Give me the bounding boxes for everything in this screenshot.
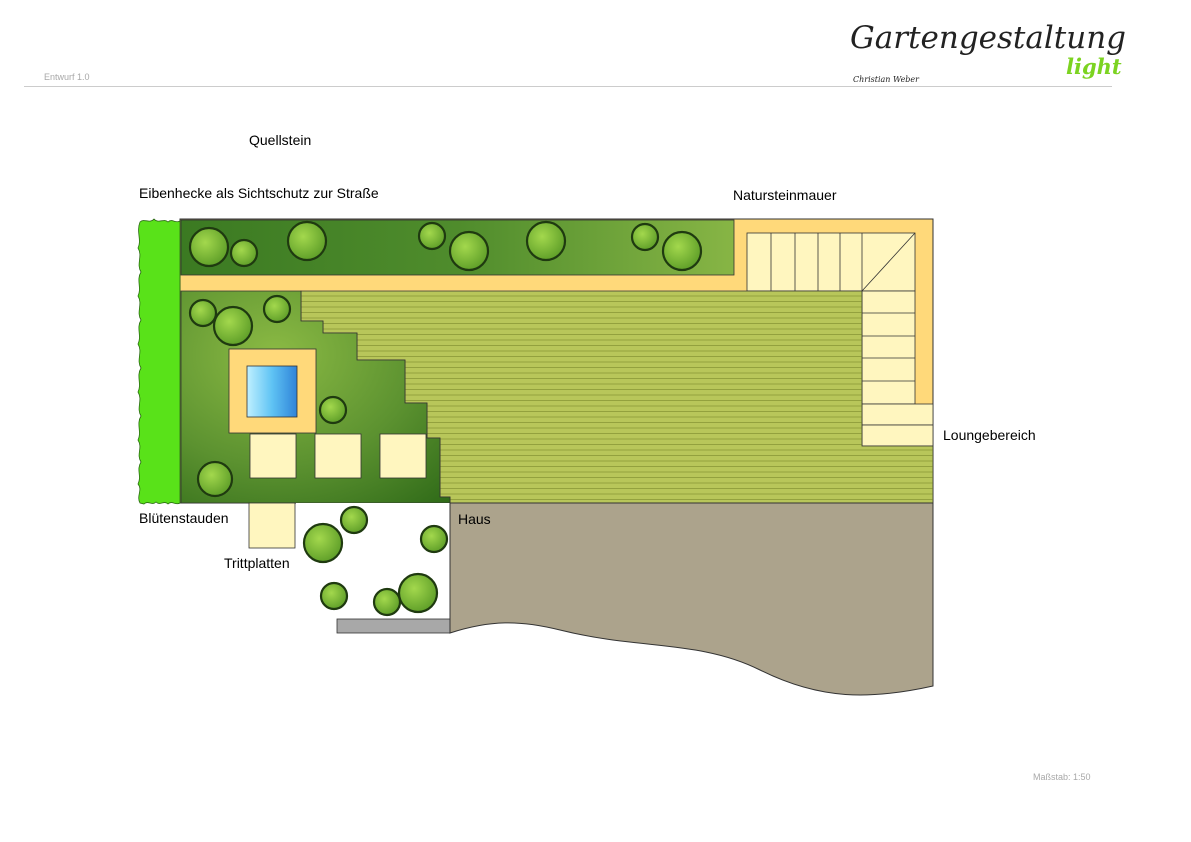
shrub xyxy=(188,226,230,268)
shrubs xyxy=(188,220,703,617)
shrub xyxy=(212,305,254,347)
shrub xyxy=(661,230,703,272)
draft-version-label: Entwurf 1.0 xyxy=(44,72,90,82)
shrub xyxy=(196,460,234,498)
shrub xyxy=(397,572,439,614)
shrub xyxy=(286,220,328,262)
label-quellstein: Quellstein xyxy=(249,132,312,148)
spring-stone-water[interactable] xyxy=(246,365,298,418)
label-haus: Haus xyxy=(458,511,491,527)
label-bluetenstauden: Blütenstauden xyxy=(139,510,229,526)
shrub xyxy=(630,222,660,252)
entry-area xyxy=(296,503,450,631)
shrub xyxy=(525,220,567,262)
label-natursteinmauer: Natursteinmauer xyxy=(733,187,837,203)
scale-label: Maßstab: 1:50 xyxy=(1033,772,1091,782)
label-trittplatten: Trittplatten xyxy=(224,555,290,571)
app-title: Gartengestaltung xyxy=(850,20,1127,56)
stepping-stones xyxy=(248,433,427,549)
shrub xyxy=(372,587,402,617)
shrub xyxy=(339,505,369,535)
shrub xyxy=(302,522,344,564)
house[interactable] xyxy=(449,502,934,696)
shrub xyxy=(229,238,259,268)
shrub xyxy=(319,581,349,611)
label-eibenhecke: Eibenhecke als Sichtschutz zur Straße xyxy=(139,185,379,201)
shrub xyxy=(448,230,490,272)
shrub xyxy=(262,294,292,324)
label-loungebereich: Loungebereich xyxy=(943,427,1036,443)
header-divider xyxy=(24,86,1112,87)
shrub xyxy=(419,524,449,554)
shrub xyxy=(318,395,348,425)
app-subtitle: light xyxy=(1066,54,1122,79)
yew-hedge xyxy=(137,218,181,505)
lounge-pavers xyxy=(746,232,934,447)
author-name: Christian Weber xyxy=(853,75,919,84)
deck-planks xyxy=(301,295,933,500)
shrub xyxy=(417,221,447,251)
entry-step xyxy=(336,618,451,634)
shrub xyxy=(188,298,218,328)
